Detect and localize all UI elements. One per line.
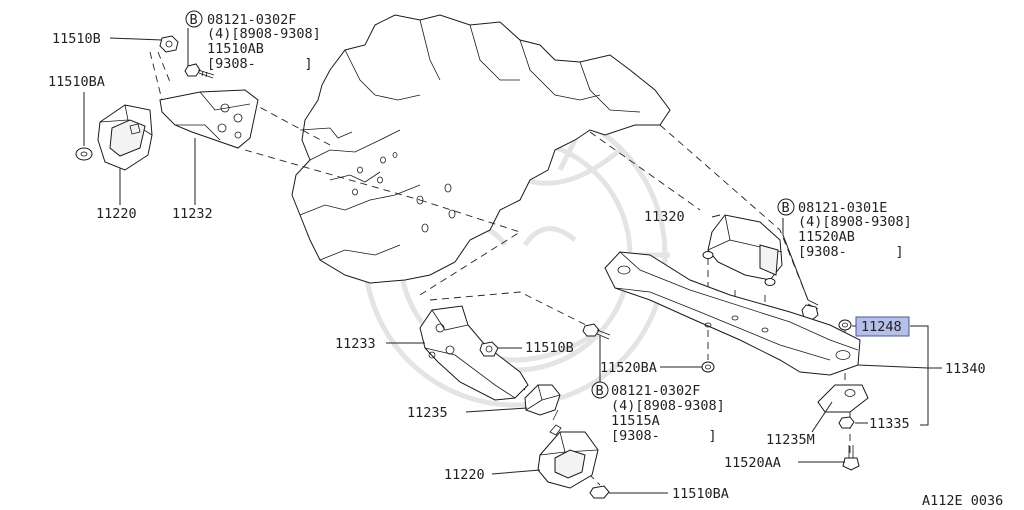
nut-icon bbox=[838, 416, 855, 429]
part-label-11340[interactable]: 11340 bbox=[945, 361, 986, 377]
part-label-11220-bottom[interactable]: 11220 bbox=[444, 467, 485, 483]
bolt-note-circle-letter: B bbox=[190, 12, 198, 28]
bolt-icon bbox=[582, 323, 611, 340]
part-label-11233[interactable]: 11233 bbox=[335, 336, 376, 352]
part-label-highlight bbox=[855, 316, 910, 337]
bolt-note-circle-letter: B bbox=[596, 383, 604, 399]
part-label-11235M[interactable]: 11235M bbox=[766, 432, 815, 448]
engine-mount-bracket-left bbox=[159, 89, 259, 149]
engine-mount-insulator-left bbox=[97, 104, 153, 171]
part-label-11520AA[interactable]: 11520AA bbox=[724, 455, 781, 471]
bolt-note-alt-part: 11515A bbox=[611, 413, 660, 429]
part-label-11232[interactable]: 11232 bbox=[172, 206, 213, 222]
bolt-icon bbox=[184, 63, 215, 79]
bolt-note-top: B 08121-0302F (4)[8908-9308] 11510AB [93… bbox=[185, 10, 321, 72]
bolt-note-part-number: 08121-0302F bbox=[611, 383, 700, 399]
bolt-note-part-number: 08121-0301E bbox=[798, 200, 887, 216]
part-label-11320[interactable]: 11320 bbox=[644, 209, 685, 225]
part-label-11520BA[interactable]: 11520BA bbox=[600, 360, 657, 376]
bolt-note-alt-part: 11510AB bbox=[207, 41, 264, 57]
part-labels: 11510B 11510BA 11220 11232 11320 11248 1… bbox=[48, 31, 1003, 509]
part-label-11510B[interactable]: 11510B bbox=[52, 31, 101, 47]
nut-icon bbox=[479, 341, 499, 357]
nut-icon bbox=[75, 147, 93, 161]
engine-transmission-assembly bbox=[291, 14, 671, 284]
bolt-note-alt-range: [9308- ] bbox=[798, 244, 904, 260]
nut-icon bbox=[701, 361, 715, 373]
part-label-11510BA-bottom[interactable]: 11510BA bbox=[672, 486, 729, 502]
nut-icon bbox=[589, 485, 610, 499]
nut-icon bbox=[838, 319, 852, 331]
leader-lines bbox=[83, 28, 942, 494]
bolt-note-qty-range: (4)[8908-9308] bbox=[611, 398, 725, 414]
bolt-note-alt-range: [9308- ] bbox=[611, 428, 717, 444]
nut-icon bbox=[159, 35, 179, 53]
mount-bracket-small bbox=[524, 384, 561, 416]
mount-plate bbox=[817, 384, 869, 413]
part-label-11235[interactable]: 11235 bbox=[407, 405, 448, 421]
bolt-note-alt-part: 11520AB bbox=[798, 229, 855, 245]
engine-mount-insulator-right bbox=[537, 409, 599, 489]
part-label-11510BA[interactable]: 11510BA bbox=[48, 74, 105, 90]
part-label-11335[interactable]: 11335 bbox=[869, 416, 910, 432]
part-label-11248[interactable]: 11248 bbox=[861, 319, 902, 335]
bolt-note-part-number: 08121-0302F bbox=[207, 12, 296, 28]
part-label-11220[interactable]: 11220 bbox=[96, 206, 137, 222]
diagram-code: A112E 0036 bbox=[922, 493, 1003, 509]
rear-mount-insulator bbox=[702, 214, 783, 286]
bolt-note-qty-range: (4)[8908-9308] bbox=[798, 214, 912, 230]
bolt-note-alt-range: [9308- ] bbox=[207, 56, 313, 72]
bolt-note-circle-letter: B bbox=[782, 200, 790, 216]
bolt-note-right: B 08121-0301E (4)[8908-9308] 11520AB [93… bbox=[777, 198, 912, 260]
mount-group-right bbox=[419, 305, 611, 499]
bolt-icon bbox=[842, 445, 860, 471]
bolt-note-qty-range: (4)[8908-9308] bbox=[207, 26, 321, 42]
bolt-note-bottom: B 08121-0302F (4)[8908-9308] 11515A [930… bbox=[591, 381, 725, 444]
part-label-11510B-mid[interactable]: 11510B bbox=[525, 340, 574, 356]
transmission-crossmember bbox=[604, 251, 861, 376]
mount-group-left bbox=[75, 35, 259, 171]
engine-mount-bracket-right bbox=[419, 305, 529, 401]
